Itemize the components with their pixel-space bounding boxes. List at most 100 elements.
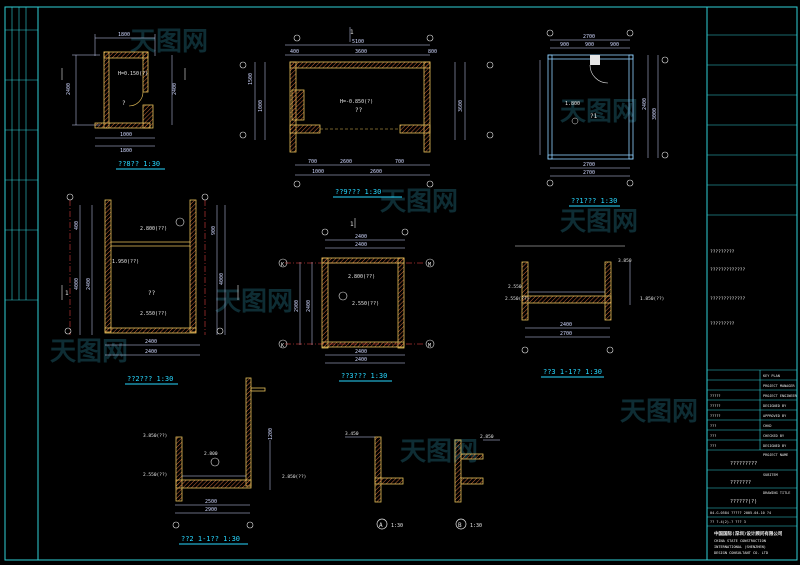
plan-caption: ??2??? 1:30 xyxy=(127,375,173,383)
detail-scale: 1:30 xyxy=(391,523,403,529)
note-line: ????????????? xyxy=(710,296,746,302)
title-row-right: CHKD xyxy=(763,424,771,428)
plan-1: 1.800 ?1 2700 900 900 900 2400 3000 2700… xyxy=(539,29,669,207)
level-text: 2.850(??) xyxy=(282,474,306,480)
note-line: ????????????? xyxy=(710,267,746,273)
level-text: 2.550(??) xyxy=(143,472,167,478)
dim-text: 2600 xyxy=(370,169,382,175)
dim-text: 400 xyxy=(290,49,299,55)
watermark-group: 天图网 天图网 天图网 天图网 天图网 天图网 天图网 天图网 xyxy=(50,27,698,467)
detail-mark: A xyxy=(379,522,383,529)
dim-text: 3600 xyxy=(355,49,367,55)
grid-bubble: M xyxy=(428,262,431,268)
level-text: 1.850(??) xyxy=(640,296,664,302)
dim-text: 2400 xyxy=(560,322,572,328)
section-2-1-1: 3.850(??) 2.550(??) 2.800 2.850(??) 1200… xyxy=(143,377,306,545)
plan-8: H=0.150(?) ? 1800 2400 2400 1000 1800 ??… xyxy=(61,32,186,170)
level-text: H=0.150(?) xyxy=(118,71,148,77)
section-mark: 1 xyxy=(65,290,69,297)
title-block: ????????? ????????????? ????????????? ??… xyxy=(707,34,798,555)
watermark: 天图网 xyxy=(560,97,638,127)
room-label: ?? xyxy=(355,107,363,114)
dim-text: 900 xyxy=(211,226,217,235)
dim-text: 1000 xyxy=(258,100,264,112)
title-row-left: ??? xyxy=(710,424,716,428)
dim-text: 2400 xyxy=(355,357,367,363)
section-caption: ??2 1-1?? 1:30 xyxy=(181,535,240,543)
level-text: 2.550(??) xyxy=(140,311,167,317)
dim-text: 2400 xyxy=(355,349,367,355)
dim-text: 700 xyxy=(395,159,404,165)
detail-b: 2.850 B 1:30 xyxy=(454,434,500,530)
dim-text: 1500 xyxy=(248,73,254,85)
dim-text: 1000 xyxy=(312,169,324,175)
subitem: ??????? xyxy=(730,480,751,486)
plan-caption: ??9??? 1:30 xyxy=(335,188,381,196)
dim-text: 2400 xyxy=(642,98,648,110)
drawing-title-label: DRAWING TITLE xyxy=(763,491,790,495)
plan-2: 2.800(??) 1.950(??) 2.550(??) ?? 400 240… xyxy=(61,193,239,385)
dim-text: 4000 xyxy=(74,278,80,290)
level-text: 2.800(??) xyxy=(140,226,167,232)
level-text: 3.850(??) xyxy=(143,433,167,439)
title-row-right: DESIGNED BY xyxy=(763,444,787,448)
plan-caption: ??8?? 1:30 xyxy=(118,160,160,168)
grid-bubble: K xyxy=(281,262,284,268)
level-text: H=-0.850(?) xyxy=(340,99,373,105)
dim-text: 1200 xyxy=(268,428,274,440)
dim-text: 2400 xyxy=(66,83,72,95)
drawing-title: ??????(?) xyxy=(730,499,757,505)
dim-text: 1800 xyxy=(120,148,132,154)
detail-scale: 1:30 xyxy=(470,523,482,529)
grid-bubble: K xyxy=(281,343,284,349)
left-margin-strip xyxy=(5,7,38,301)
dim-text: 2900 xyxy=(205,507,217,513)
sheet-frame xyxy=(4,6,798,561)
dim-text: 2700 xyxy=(560,331,572,337)
watermark: 天图网 xyxy=(560,207,638,237)
plan-caption: ??1??? 1:30 xyxy=(571,197,617,205)
level-text: 1.950(??) xyxy=(112,259,139,265)
dim-text: 2700 xyxy=(583,170,595,176)
level-text: 2.550 xyxy=(508,284,522,290)
detail-a: 3.450 A 1:30 xyxy=(345,431,404,530)
company-name-en: CHINA STATE CONSTRUCTION xyxy=(714,539,766,543)
level-text: 1.800 xyxy=(565,101,580,107)
watermark: 天图网 xyxy=(215,287,293,317)
dim-text: 900 xyxy=(585,42,594,48)
watermark: 天图网 xyxy=(50,337,128,367)
dim-text: 2400 xyxy=(145,349,157,355)
section-mark: 1 xyxy=(350,29,354,36)
title-row-right: KEY PLAN xyxy=(763,374,780,378)
dim-text: 2400 xyxy=(145,339,157,345)
dim-text: 400 xyxy=(74,221,80,230)
dim-text: 2400 xyxy=(306,300,312,312)
level-text: 2.550(??) xyxy=(352,301,379,307)
room-label: ?1 xyxy=(590,113,598,120)
level-text: 3.850 xyxy=(618,258,632,264)
title-row-left: ??? xyxy=(710,444,716,448)
dim-text: 2500 xyxy=(205,499,217,505)
section-mark: 1 xyxy=(350,221,354,228)
sheet-line: ?? ?-4(2)-? ??? 3 xyxy=(710,520,746,524)
level-text: 3.450 xyxy=(345,431,359,437)
title-row-left: ????? xyxy=(710,404,721,408)
section-caption: ??3 1-1?? 1:30 xyxy=(543,368,602,376)
title-row-right: PROJECT ENGINEER xyxy=(763,394,798,398)
title-row-right: APPROVED BY xyxy=(763,414,787,418)
room-label: ?? xyxy=(148,290,156,297)
grid-bubble: M xyxy=(428,343,431,349)
watermark: 天图网 xyxy=(400,437,478,467)
title-row-right: PROJECT MANAGER xyxy=(763,384,796,388)
dim-text: 2400 xyxy=(172,83,178,95)
note-line: ????????? xyxy=(710,249,735,255)
dim-text: 800 xyxy=(428,49,437,55)
company-name-en: INTERNATIONAL (SHENZHEN) xyxy=(714,545,766,549)
dim-text: 2700 xyxy=(583,34,595,40)
dim-text: 2400 xyxy=(355,242,367,248)
watermark: 天图网 xyxy=(620,397,698,427)
section-3-1-1: 3.850 2.550 2.550(??) 1.850(??) 2400 270… xyxy=(505,245,664,378)
level-text: 2.550(??) xyxy=(505,296,529,302)
room-label: ? xyxy=(122,100,126,107)
